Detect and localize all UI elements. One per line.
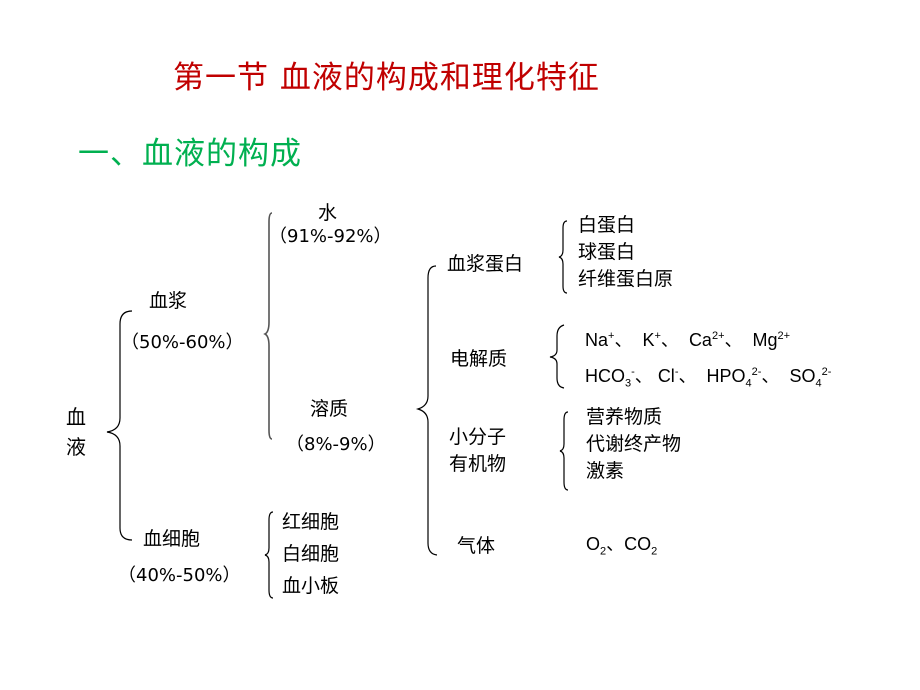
cells-brace [264,511,274,599]
plasma-brace [263,212,273,440]
blood-cells-percent: （40%-50%） [118,565,241,586]
slide-title: 第一节 血液的构成和理化特征 [173,60,600,96]
cations-row: Na+、 K+、 Ca2+、 Mg2+ [585,326,790,352]
ion: Na+、 [585,330,633,350]
section-heading: 一、血液的构成 [78,136,302,172]
cell-item: 血小板 [282,575,340,597]
plasma-percent: （50%-60%） [121,332,244,353]
solute-percent: （8%-9%） [286,434,386,455]
small-organics-label: 小分子 有机物 [449,424,506,478]
electrolytes-label: 电解质 [450,348,508,370]
cell-item: 红细胞 [282,511,340,533]
root-label-line1: 血 [66,405,86,429]
ion: Ca2+、 [688,330,743,350]
protein-item: 白蛋白 [578,214,636,236]
water-label: 水 [318,202,338,224]
protein-item: 纤维蛋白原 [578,268,674,290]
cell-item: 白细胞 [282,543,340,565]
ion: SO42- [789,366,832,390]
root-brace [106,310,133,541]
protein-item: 球蛋白 [578,241,636,263]
water-percent: （91%-92%） [269,226,392,247]
gases-value: O2、CO2 [586,534,658,558]
ion: K+、 [642,330,679,350]
small-organics-label-line1: 小分子 [449,426,507,448]
organic-item: 激素 [586,460,625,482]
small-organics-list: 营养物质 代谢终产物 激素 [586,404,681,485]
gases-label: 气体 [457,535,496,557]
root-label-line2: 液 [66,435,86,459]
organics-brace [559,411,569,491]
root-label: 血 液 [64,402,88,462]
solute-label: 溶质 [310,398,349,420]
ion: Cl-、 [657,366,697,386]
blood-cells-list: 红细胞 白细胞 血小板 [282,506,339,602]
electrolyte-brace [549,324,565,389]
blood-cells-label: 血细胞 [143,528,201,550]
ion: HCO3-、 [585,366,653,390]
ion: HPO42-、 [706,366,780,390]
anions-row: HCO3-、 Cl-、 HPO42-、 SO42- [585,362,831,390]
plasma-protein-label: 血浆蛋白 [447,253,524,275]
ion: Mg2+ [752,330,791,350]
protein-brace [558,220,568,294]
organic-item: 营养物质 [586,406,663,428]
small-organics-label-line2: 有机物 [449,453,507,475]
plasma-protein-list: 白蛋白 球蛋白 纤维蛋白原 [578,212,673,293]
organic-item: 代谢终产物 [586,433,682,455]
solute-brace [415,265,438,556]
plasma-label: 血浆 [149,290,188,312]
